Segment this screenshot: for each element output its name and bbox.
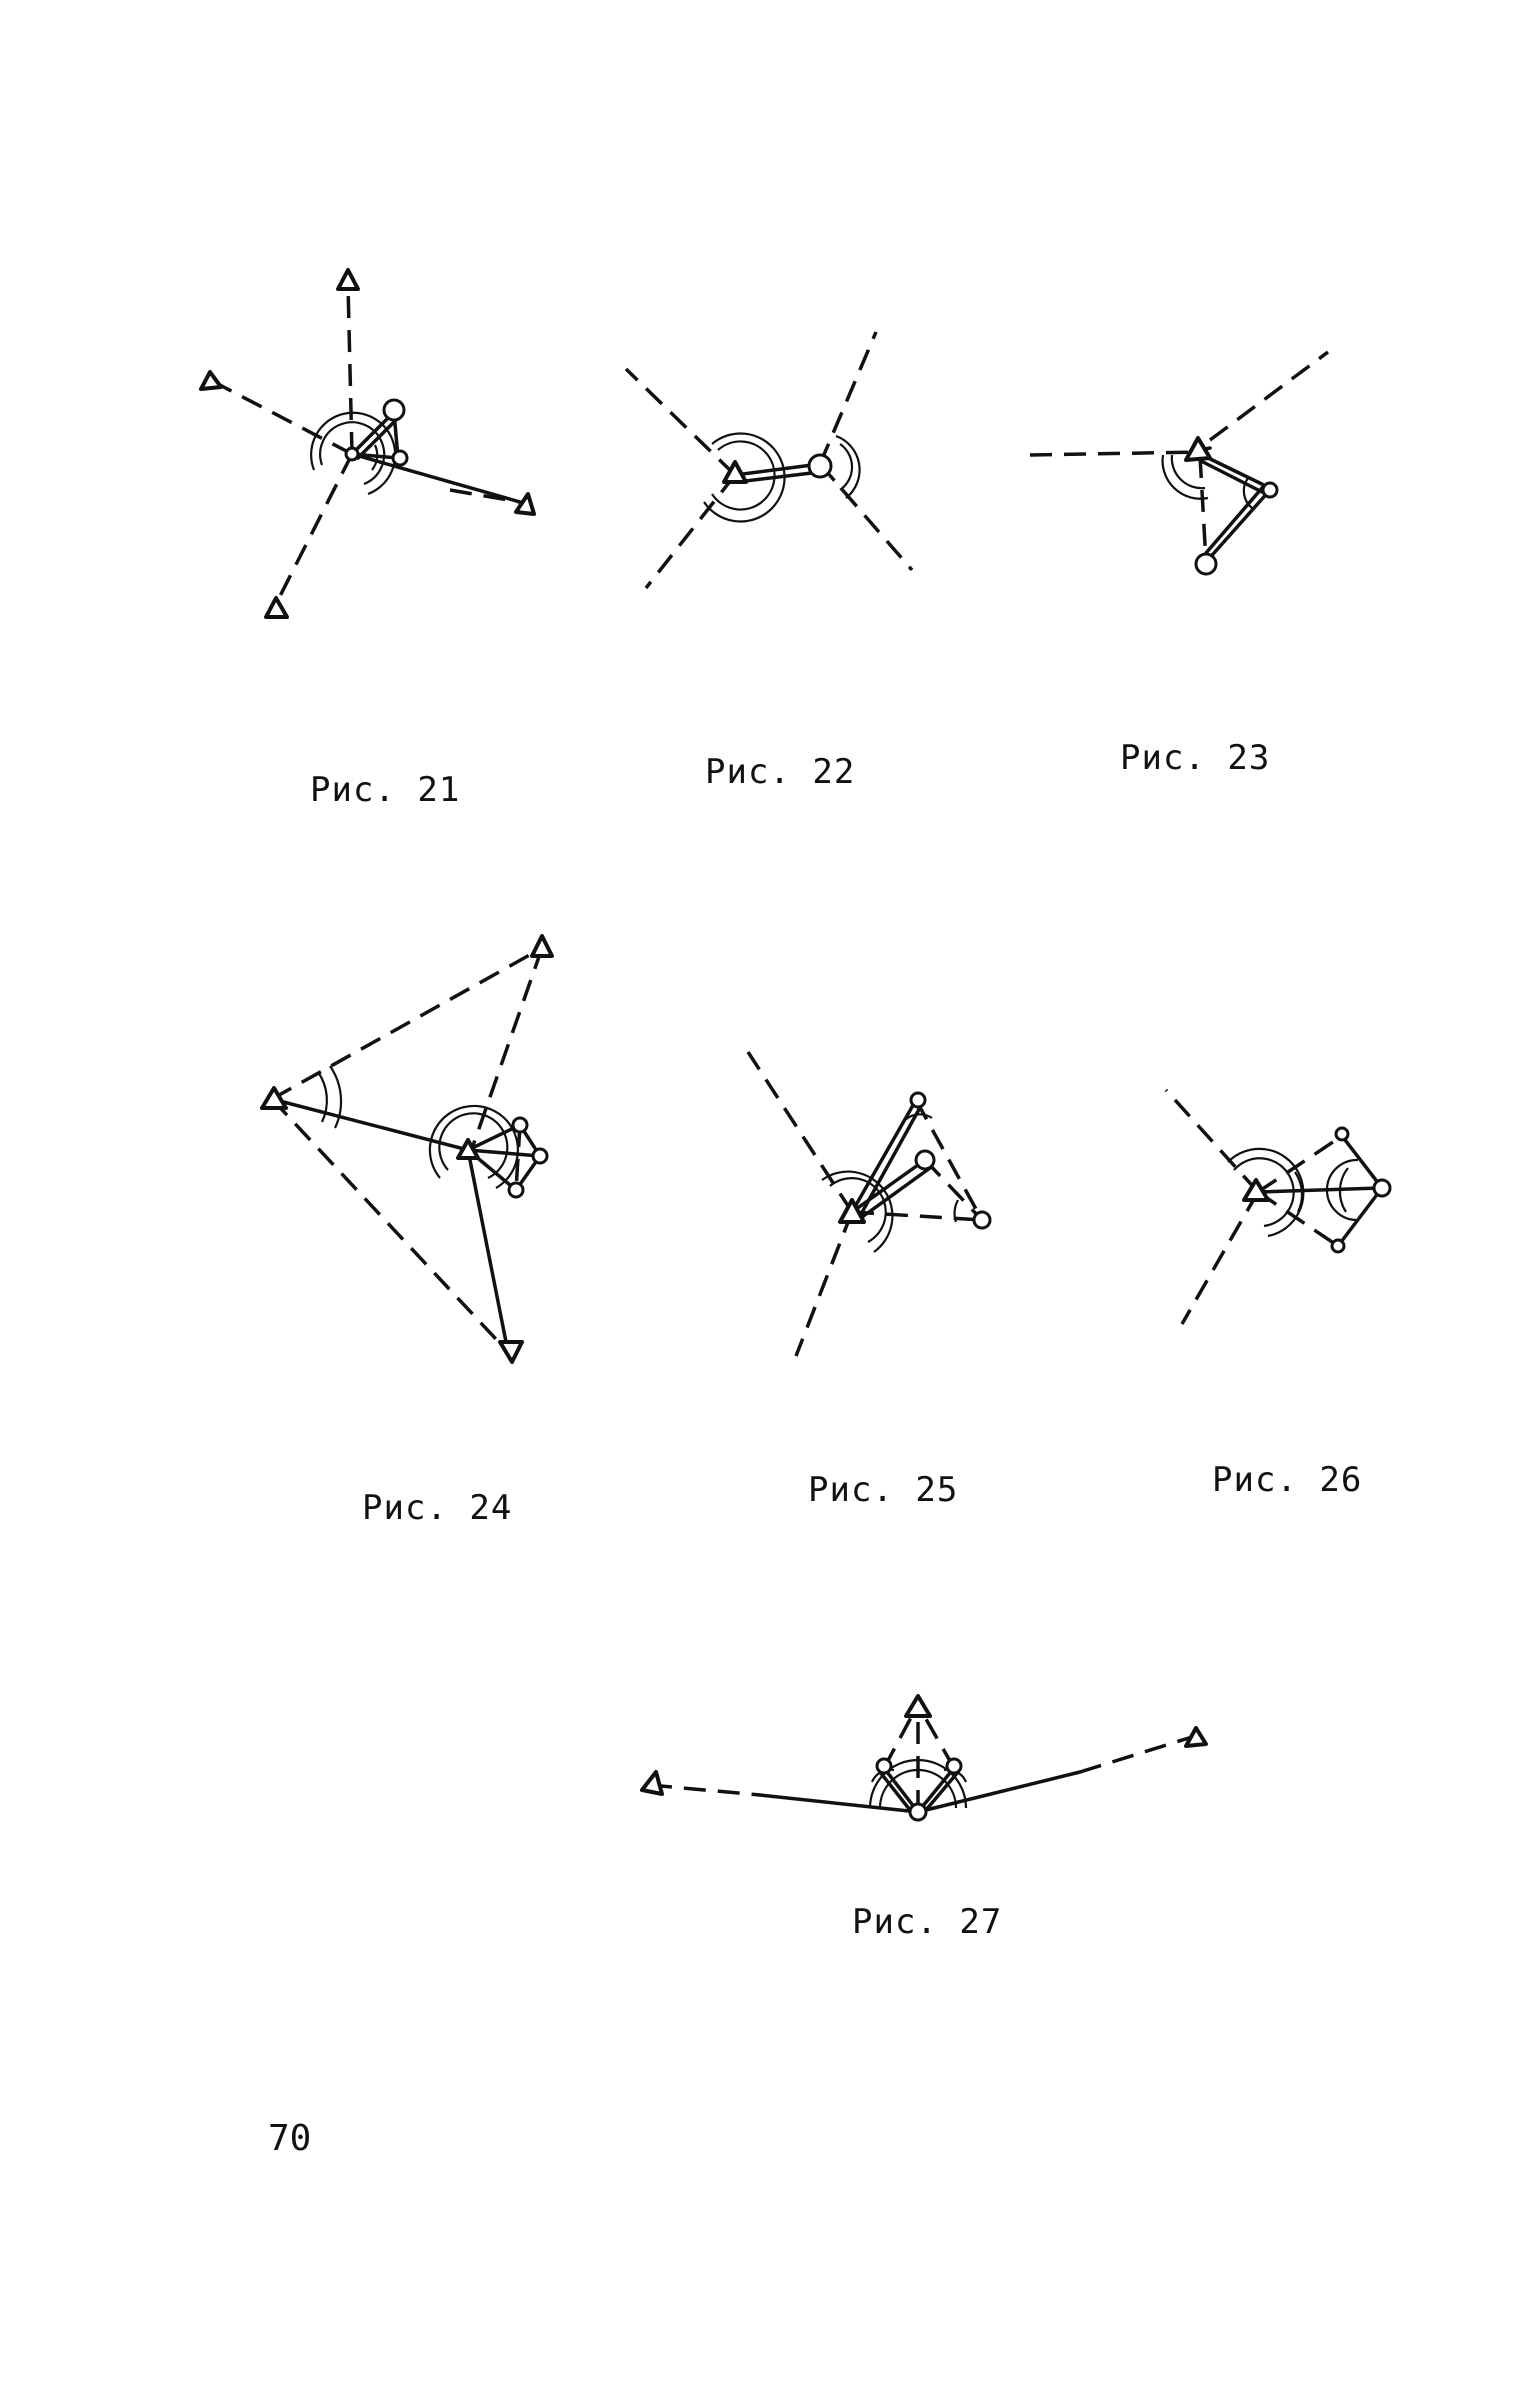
figure-23-diagram (1029, 350, 1330, 576)
figure-25-diagram (746, 1051, 992, 1357)
figure-27-caption: Рис. 27 (852, 1902, 1003, 1942)
figure-21-caption: Рис. 21 (310, 770, 461, 810)
figure-24-caption: Рис. 24 (362, 1488, 513, 1528)
figure-22-diagram (624, 331, 914, 590)
figure-26-diagram (1164, 1088, 1392, 1325)
figure-23-caption: Рис. 23 (1120, 738, 1271, 778)
figure-26-caption: Рис. 26 (1212, 1460, 1363, 1500)
figure-21-diagram (199, 268, 536, 619)
page-number: 70 (268, 2118, 312, 2159)
figure-27-diagram (640, 1694, 1208, 1822)
figure-25-caption: Рис. 25 (808, 1470, 959, 1510)
figure-24-diagram (260, 934, 554, 1364)
figure-22-caption: Рис. 22 (705, 752, 856, 792)
